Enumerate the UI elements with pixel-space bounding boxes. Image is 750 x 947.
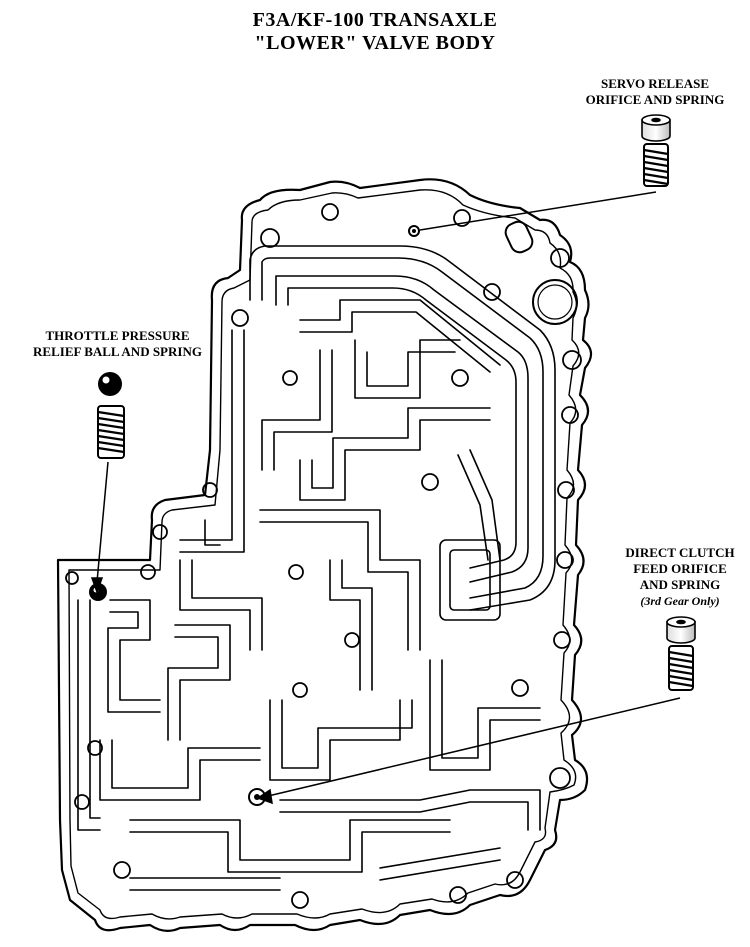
bolt-hole (561, 406, 579, 424)
bolt-holes (65, 203, 582, 909)
direct-spring-part (668, 645, 694, 691)
direct-leader-line (263, 697, 681, 798)
throttle-ball-location (89, 583, 107, 601)
bolt-hole (140, 564, 156, 580)
servo-orifice-part (641, 114, 671, 142)
bolt-hole (453, 209, 471, 227)
bolt-hole (421, 473, 439, 491)
valve-body-outline (56, 178, 593, 932)
bolt-hole (288, 564, 304, 580)
direct-orifice-part (666, 616, 696, 644)
bolt-hole (321, 203, 339, 221)
bolt-hole (292, 682, 308, 698)
fluid-passages (77, 245, 556, 891)
direct-clutch-label-line3: AND SPRING (639, 577, 721, 592)
direct-clutch-label-line2: FEED ORIFICE (633, 561, 727, 576)
plate-outer-edge (56, 178, 593, 932)
throttle-leader-arrow (90, 577, 104, 595)
bolt-hole (562, 350, 582, 370)
throttle-ball-part (98, 372, 122, 396)
throttle-pressure-label-line2: RELIEF BALL AND SPRING (33, 344, 202, 359)
page-subtitle: "LOWER" VALVE BODY (254, 32, 496, 54)
bolt-hole (344, 632, 360, 648)
bolt-hole (282, 370, 298, 386)
bolt-hole (152, 524, 168, 540)
page-title: F3A/KF-100 TRANSAXLE (252, 9, 498, 31)
throttle-pressure-label: THROTTLE PRESSURE RELIEF BALL AND SPRING (10, 328, 225, 360)
bolt-hole (291, 891, 309, 909)
direct-clutch-label: DIRECT CLUTCH FEED ORIFICE AND SPRING (3… (610, 545, 750, 609)
bolt-hole (449, 886, 467, 904)
bolt-hole (113, 861, 131, 879)
throttle-pressure-label-line1: THROTTLE PRESSURE (45, 328, 190, 343)
bolt-hole (74, 794, 90, 810)
servo-orifice-location (408, 225, 420, 237)
servo-release-label: SERVO RELEASE ORIFICE AND SPRING (560, 76, 750, 108)
bolt-hole (483, 283, 501, 301)
throttle-leader-line (96, 461, 109, 583)
leader-lines (90, 191, 681, 805)
bolt-hole (556, 551, 574, 569)
plate-inner-edge (68, 189, 580, 920)
bolt-hole (87, 740, 103, 756)
bolt-hole (260, 228, 280, 248)
bolt-hole (506, 871, 524, 889)
bolt-hole (202, 482, 218, 498)
servo-release-label-line2: ORIFICE AND SPRING (585, 92, 725, 107)
bolt-hole (553, 631, 571, 649)
bolt-hole (550, 248, 570, 268)
direct-clutch-note: (3rd Gear Only) (640, 594, 720, 608)
direct-clutch-label-line1: DIRECT CLUTCH (625, 545, 735, 560)
servo-release-label-line1: SERVO RELEASE (600, 76, 709, 91)
servo-leader-line (419, 191, 657, 231)
bolt-hole (511, 679, 529, 697)
bolt-hole (65, 571, 79, 585)
direct-leader-arrow (256, 788, 273, 805)
plate-locations (89, 225, 420, 806)
throttle-spring-part (97, 405, 125, 459)
servo-spring-part (643, 143, 669, 187)
bolt-hole (557, 481, 575, 499)
bolt-hole (231, 309, 249, 327)
bolt-hole (451, 369, 469, 387)
large-port (504, 220, 578, 325)
bolt-hole (549, 767, 571, 789)
